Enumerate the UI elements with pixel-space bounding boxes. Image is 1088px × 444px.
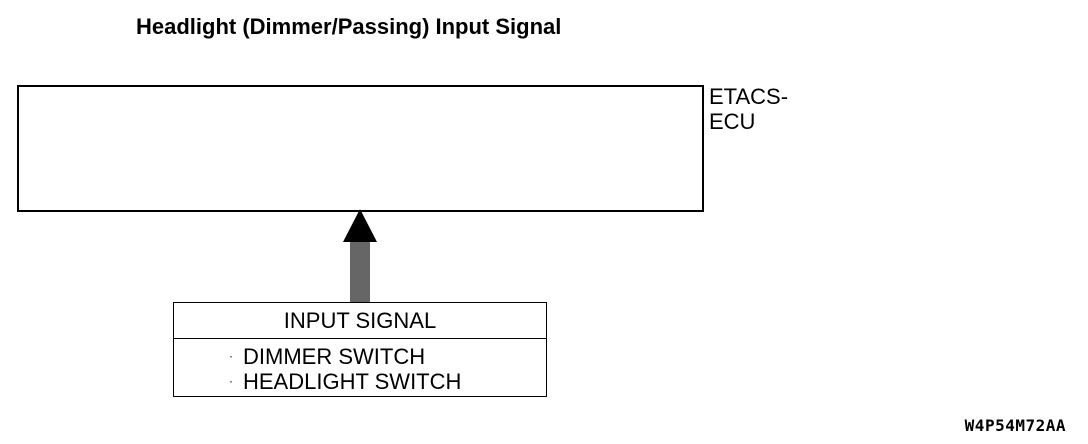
list-item: · DIMMER SWITCH	[229, 344, 546, 369]
figure-code: W4P54M72AA	[964, 416, 1066, 435]
bullet-icon: ·	[229, 374, 233, 388]
signal-arrow-shaft	[350, 241, 370, 303]
signal-arrow	[343, 209, 377, 303]
input-signal-list: · DIMMER SWITCH · HEADLIGHT SWITCH	[174, 339, 546, 394]
etacs-ecu-label: ETACS- ECU	[709, 84, 789, 134]
bullet-icon: ·	[229, 349, 233, 363]
diagram-title: Headlight (Dimmer/Passing) Input Signal	[136, 14, 562, 39]
input-item-dimmer-switch: DIMMER SWITCH	[243, 344, 426, 369]
signal-arrow-head	[343, 209, 377, 242]
input-signal-header: INPUT SIGNAL	[174, 303, 546, 339]
etacs-ecu-box	[17, 85, 704, 212]
input-signal-box: INPUT SIGNAL · DIMMER SWITCH · HEADLIGHT…	[173, 302, 547, 397]
input-item-headlight-switch: HEADLIGHT SWITCH	[243, 369, 462, 394]
list-item: · HEADLIGHT SWITCH	[229, 369, 546, 394]
